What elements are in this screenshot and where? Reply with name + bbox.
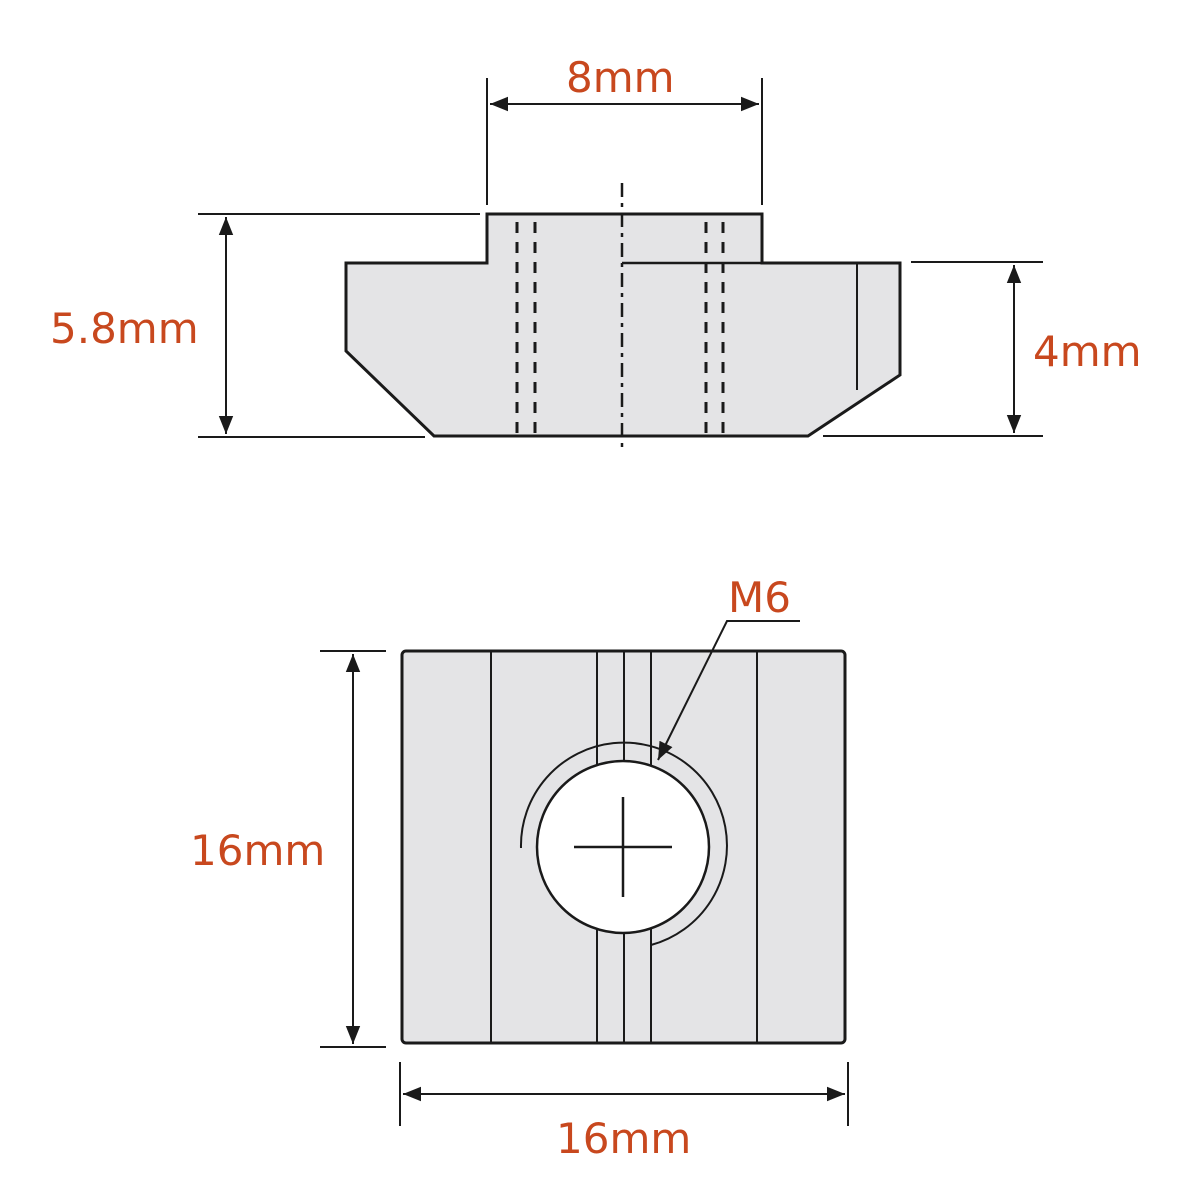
label-m6: M6: [728, 573, 791, 622]
label-8mm: 8mm: [566, 53, 675, 102]
label-5-8mm: 5.8mm: [50, 304, 199, 353]
thread-outer-arc: [519, 741, 728, 946]
top-view: [320, 620, 849, 1126]
label-16mm-width: 16mm: [556, 1114, 692, 1163]
side-view: [198, 78, 1043, 450]
label-16mm-height: 16mm: [190, 826, 326, 875]
hidden-thread-lines: [515, 222, 725, 436]
m6-leader-line: [657, 620, 800, 761]
label-4mm: 4mm: [1033, 327, 1142, 376]
